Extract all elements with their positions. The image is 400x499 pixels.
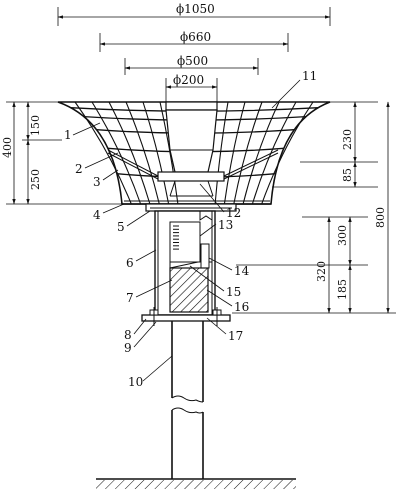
callout-7: 7: [126, 291, 134, 305]
callout-17: 17: [228, 329, 243, 343]
callout-16: 16: [234, 300, 249, 314]
dim-label-phi660: ϕ660: [180, 30, 211, 44]
dimension-right-800: 800: [374, 101, 390, 314]
ground: [96, 478, 296, 489]
callouts: 1 2 3 4 5 6 7 8 9 10 11 12 13 14 15 16 1…: [64, 69, 317, 389]
flange: [141, 307, 231, 326]
dimension-left-250: 250: [26, 139, 42, 205]
dim-label-150: 150: [29, 115, 42, 136]
scale-ticks: [173, 225, 179, 250]
dim-label-250: 250: [29, 169, 42, 190]
dim-label-230: 230: [341, 129, 354, 150]
callout-11: 11: [302, 69, 317, 83]
dim-label-phi1050: ϕ1050: [176, 2, 215, 16]
dimension-left-400: 400: [1, 101, 122, 205]
callout-4: 4: [93, 208, 101, 222]
dim-label-320: 320: [315, 261, 328, 282]
callout-8: 8: [124, 328, 132, 342]
dim-label-800: 800: [374, 207, 387, 228]
dimension-right-320-300-185: 320 300 185: [232, 216, 396, 314]
callout-9: 9: [124, 341, 132, 355]
callout-15: 15: [226, 285, 241, 299]
dim-label-phi200: ϕ200: [173, 73, 204, 87]
callout-12: 12: [226, 206, 241, 220]
pole: [171, 321, 204, 479]
dim-label-phi500: ϕ500: [177, 54, 208, 68]
leader-lines: [72, 79, 301, 382]
dimension-phi200: ϕ200: [165, 73, 218, 102]
callout-14: 14: [234, 264, 250, 278]
dimension-left-150: 150: [22, 101, 62, 141]
lantern-housing: [154, 210, 216, 316]
dimension-right-230-85: 230 85: [272, 101, 378, 188]
dimension-phi1050: ϕ1050: [57, 2, 331, 26]
dimension-phi500: ϕ500: [124, 54, 259, 75]
callout-1: 1: [64, 128, 72, 142]
lamp-socket: [157, 101, 225, 197]
callout-5: 5: [117, 220, 125, 234]
dimension-phi660: ϕ660: [99, 30, 289, 52]
shade-ribs: [74, 101, 314, 205]
callout-10: 10: [128, 375, 143, 389]
support-arms: [107, 149, 279, 180]
dim-label-185: 185: [336, 279, 349, 300]
callout-2: 2: [75, 162, 83, 176]
dim-label-300: 300: [336, 225, 349, 246]
callout-6: 6: [126, 256, 134, 270]
dim-label-85: 85: [341, 168, 354, 182]
dim-label-400: 400: [1, 137, 14, 158]
callout-3: 3: [93, 175, 101, 189]
callout-13: 13: [218, 218, 233, 232]
